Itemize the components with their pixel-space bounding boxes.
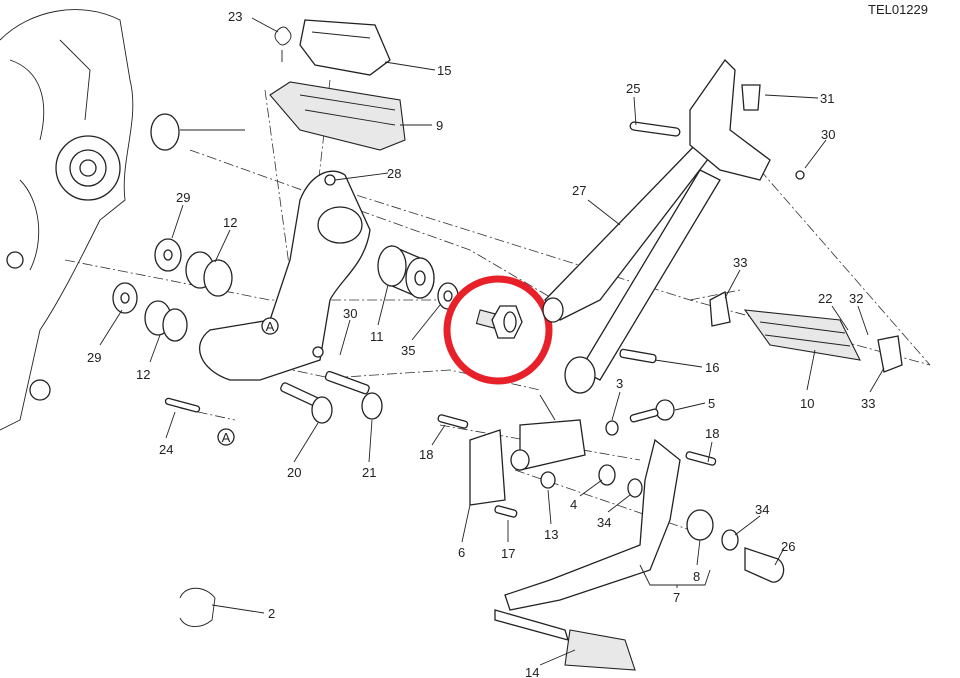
- footpeg-bracket: [199, 170, 371, 381]
- part-label: 12: [223, 215, 237, 230]
- part-label: 14: [525, 665, 539, 678]
- part-label: 29: [87, 350, 101, 365]
- part-label: 33: [733, 255, 747, 270]
- part-labels: TEL01229 23 15 9 28 25 31 30 27 29 12 33…: [87, 2, 928, 678]
- part-label: 30: [343, 306, 357, 321]
- part-label: 35: [401, 343, 415, 358]
- part-label: 11: [370, 329, 384, 344]
- part-label: 30: [821, 127, 835, 142]
- part-label: 18: [419, 447, 433, 462]
- part-label: 26: [781, 539, 795, 554]
- passenger-footpeg: [619, 291, 903, 373]
- drawing-code: TEL01229: [868, 2, 928, 17]
- part-label: 25: [626, 81, 640, 96]
- highlight-circle: [443, 275, 553, 385]
- part-label: 34: [597, 515, 611, 530]
- rider-footpeg: [269, 19, 406, 151]
- part-label: 31: [820, 91, 834, 106]
- part-label: 33: [861, 396, 875, 411]
- part-label: 4: [570, 497, 577, 512]
- part-label: 5: [708, 396, 715, 411]
- part-label: 20: [287, 465, 301, 480]
- part-label: 6: [458, 545, 465, 560]
- part-label: 32: [849, 291, 863, 306]
- part-label: 12: [136, 367, 150, 382]
- part-label: 28: [387, 166, 401, 181]
- pins-and-clip: [164, 370, 383, 627]
- part-label: 10: [800, 396, 814, 411]
- part-label: 22: [818, 291, 832, 306]
- part-label: 2: [268, 606, 275, 621]
- part-label: 8: [693, 569, 700, 584]
- passenger-bracket: [542, 58, 805, 394]
- part-label: 21: [362, 465, 376, 480]
- reference-marker-a: A A: [217, 317, 279, 446]
- part-label: 17: [501, 546, 515, 561]
- part-label: 13: [544, 527, 558, 542]
- engine-casing: [0, 9, 245, 431]
- part-label: 15: [437, 63, 451, 78]
- part-label: 23: [228, 9, 242, 24]
- bolt-part-1: [475, 305, 523, 339]
- brake-lever-assembly: [437, 399, 785, 671]
- part-label: 7: [673, 590, 680, 605]
- part-label: 27: [572, 183, 586, 198]
- part-label: 29: [176, 190, 190, 205]
- ref-a-label: A: [222, 430, 231, 445]
- part-label: 16: [705, 360, 719, 375]
- part-label: 24: [159, 442, 173, 457]
- bushings-washers: [112, 238, 459, 342]
- part-label: 18: [705, 426, 719, 441]
- ref-a-label: A: [266, 319, 275, 334]
- part-label: 3: [616, 376, 623, 391]
- leader-lines: [99, 17, 885, 666]
- part-label: 34: [755, 502, 769, 517]
- part-label: 9: [436, 118, 443, 133]
